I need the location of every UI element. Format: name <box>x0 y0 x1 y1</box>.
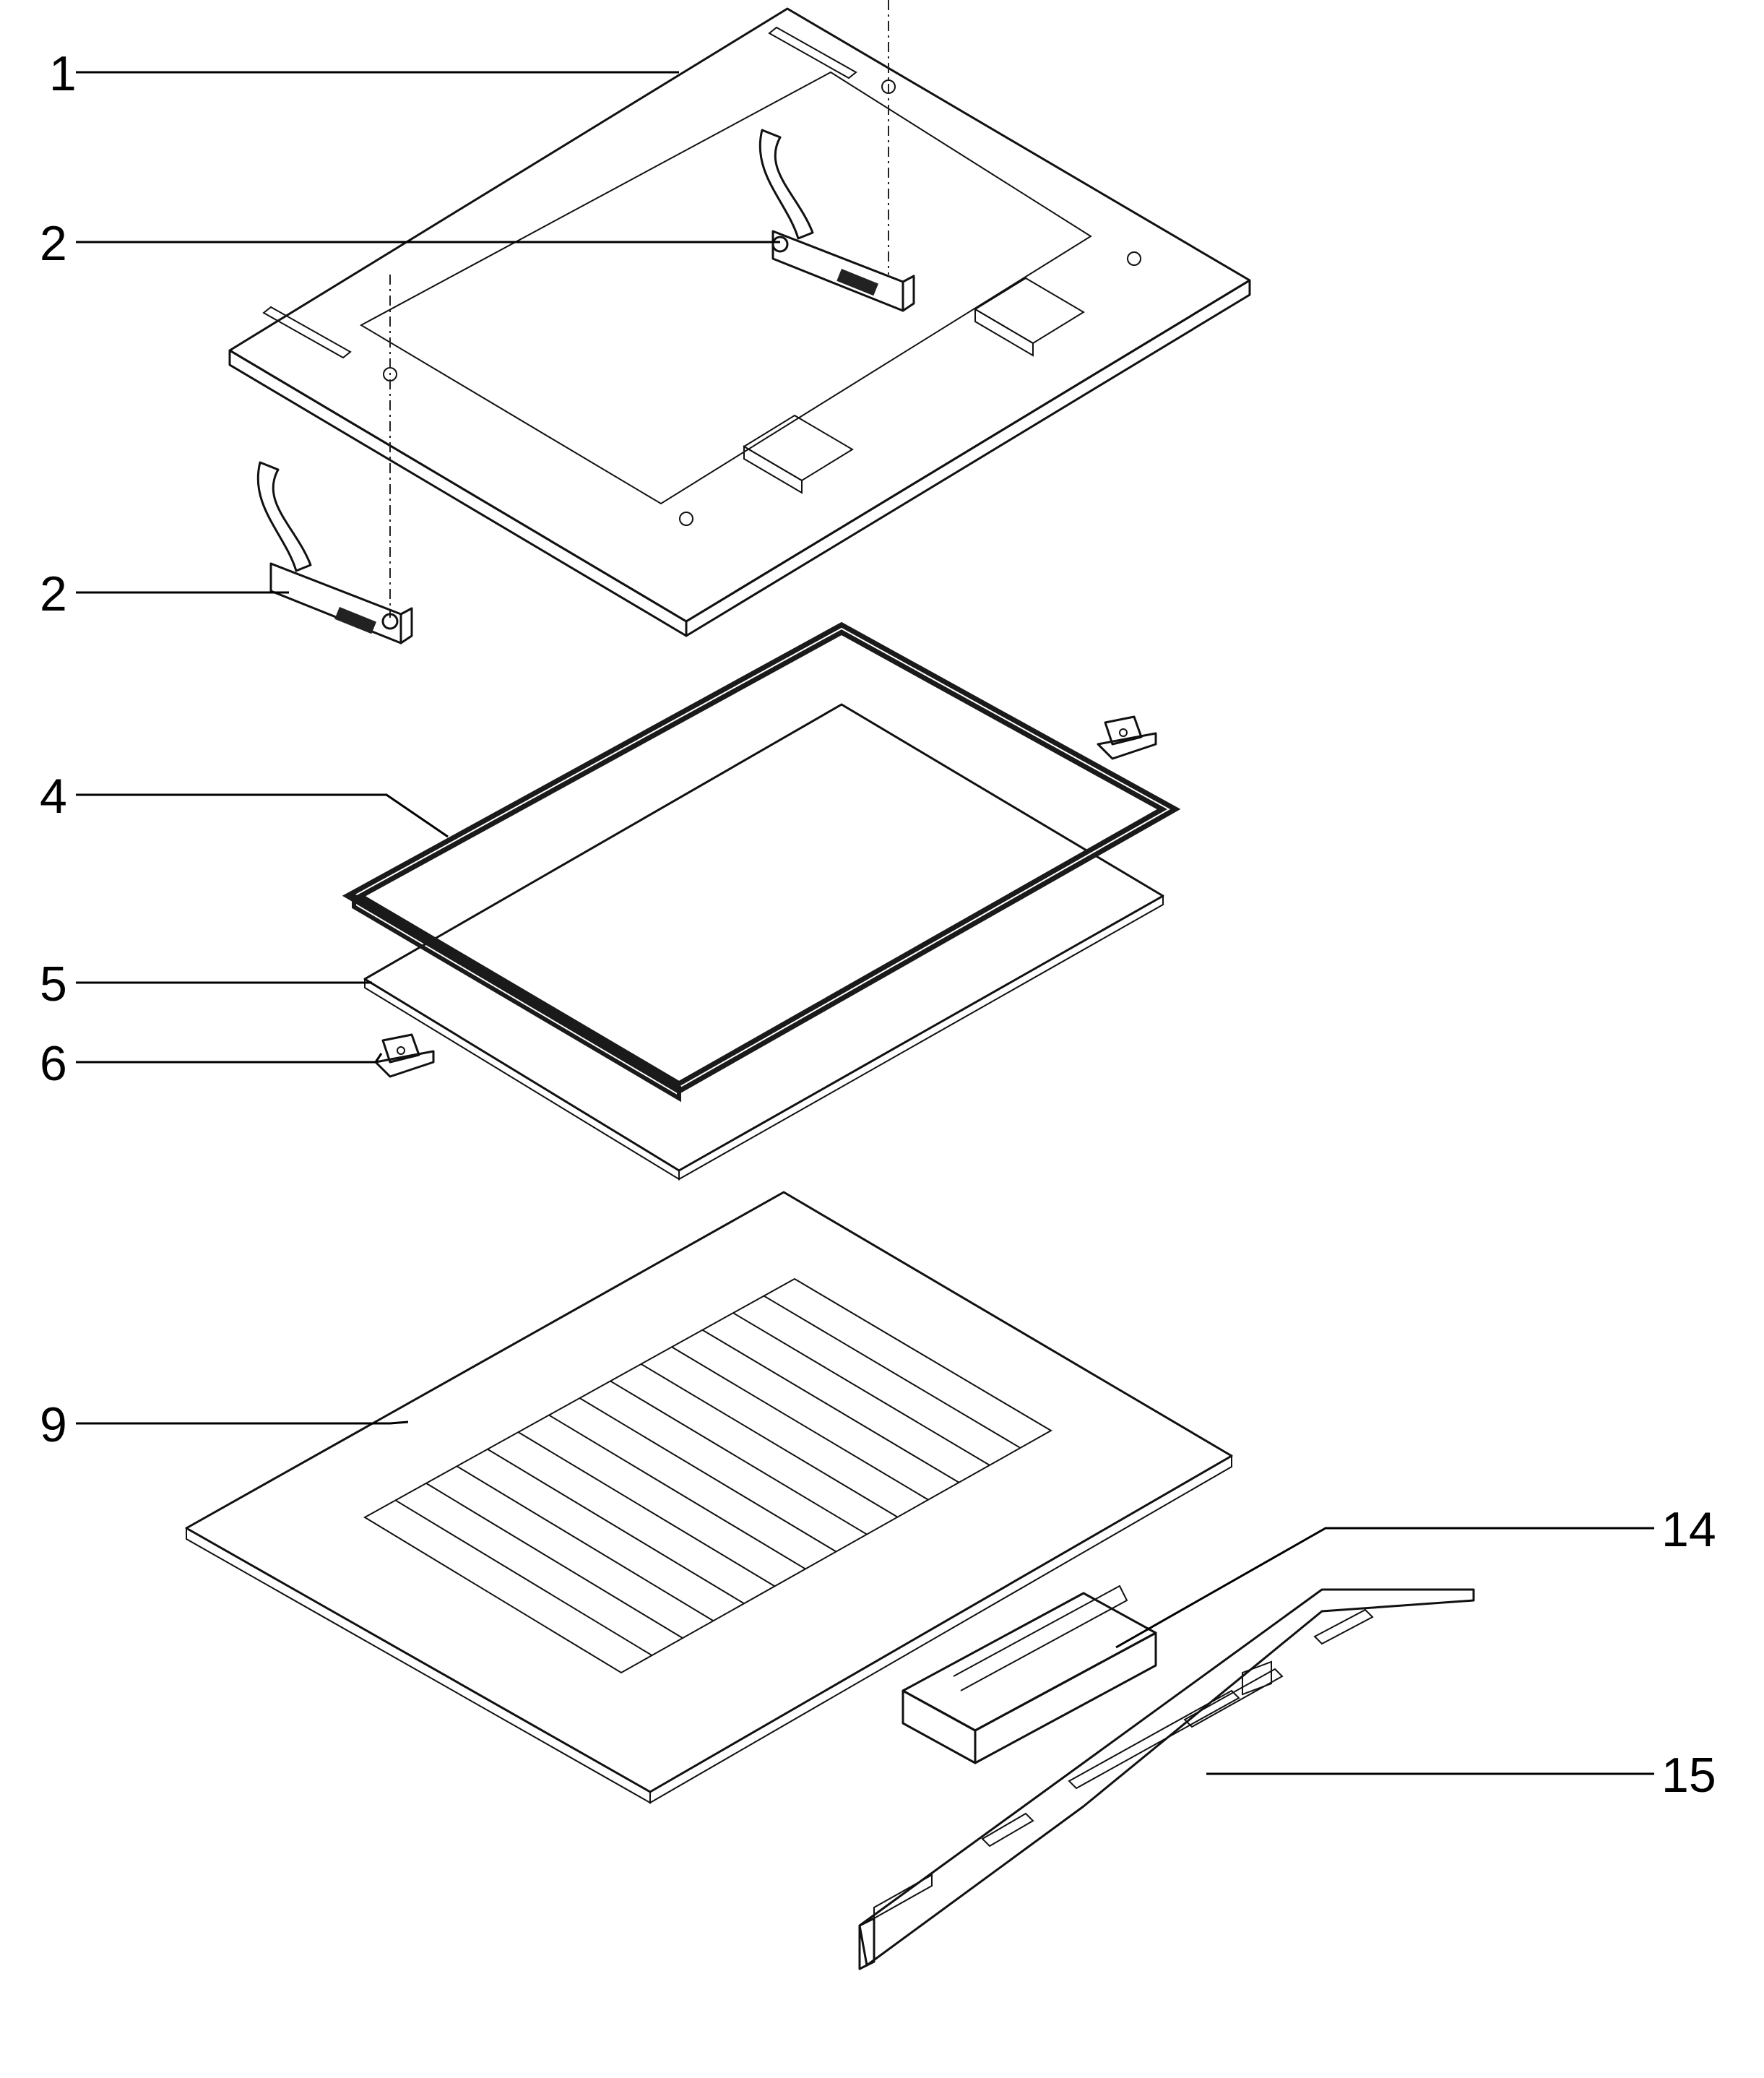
glass-print-lines <box>394 1295 1021 1656</box>
leader-6 <box>76 1053 383 1064</box>
glass-clip-lower <box>374 1033 435 1078</box>
glass-print-line <box>610 1380 868 1535</box>
glass-print-line <box>732 1312 990 1466</box>
glass-print-line <box>579 1397 837 1553</box>
glass-print-line <box>425 1483 683 1639</box>
inner-door-panel <box>228 7 1251 637</box>
callout-1: 1 <box>49 46 77 101</box>
glass-print-line <box>640 1363 899 1518</box>
callout-14: 14 <box>1661 1502 1716 1557</box>
glass-print-line <box>763 1295 1021 1449</box>
door-spacer-block <box>902 1585 1157 1764</box>
callout-4: 4 <box>40 769 67 824</box>
glass-print-line <box>701 1329 960 1483</box>
callout-2-lower: 2 <box>40 566 67 621</box>
leader-4 <box>76 793 449 838</box>
glass-clip-upper <box>1097 715 1157 760</box>
glass-print-line <box>517 1431 776 1587</box>
glass-print-line <box>487 1448 745 1605</box>
glass-print-line <box>671 1346 929 1501</box>
inner-glass-pane <box>363 703 1164 1181</box>
callout-5: 5 <box>40 957 67 1012</box>
door-bottom-profile <box>858 1588 1475 1970</box>
outer-glass-pane <box>185 1191 1233 1804</box>
callout-6: 6 <box>40 1036 67 1091</box>
glass-print-line <box>456 1465 714 1622</box>
callout-9: 9 <box>40 1397 67 1452</box>
glass-print-line <box>394 1499 653 1656</box>
hinge-upper <box>758 129 915 312</box>
callout-2-upper: 2 <box>40 216 67 271</box>
hinge-lower <box>256 461 413 644</box>
leader-14 <box>1115 1527 1654 1649</box>
glass-print-line <box>548 1414 806 1570</box>
callout-15: 15 <box>1661 1748 1716 1803</box>
door-gasket <box>342 621 1181 1103</box>
leader-9 <box>76 1420 409 1425</box>
